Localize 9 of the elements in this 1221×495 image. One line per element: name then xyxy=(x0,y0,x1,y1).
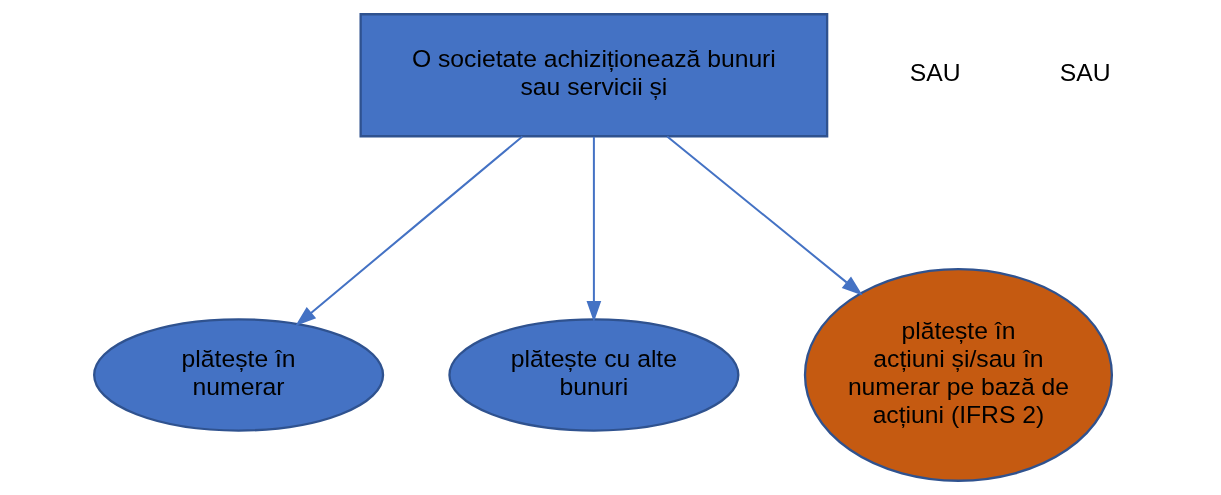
label: SAU xyxy=(1059,59,1111,87)
node-box: O societate achiziționează bunuri sau servicii și xyxy=(359,13,829,138)
node-ellipse: plătește în acțiuni și/sau în numerar pe bază de acțiuni (IFRS 2) xyxy=(803,267,1114,482)
arrow xyxy=(666,135,863,296)
arrow xyxy=(586,136,602,322)
node-ellipse: plătește în numerar xyxy=(93,318,385,432)
arrow xyxy=(295,135,524,327)
node-ellipse: plătește cu alte bunuri xyxy=(448,318,740,432)
label: SAU xyxy=(909,59,961,87)
